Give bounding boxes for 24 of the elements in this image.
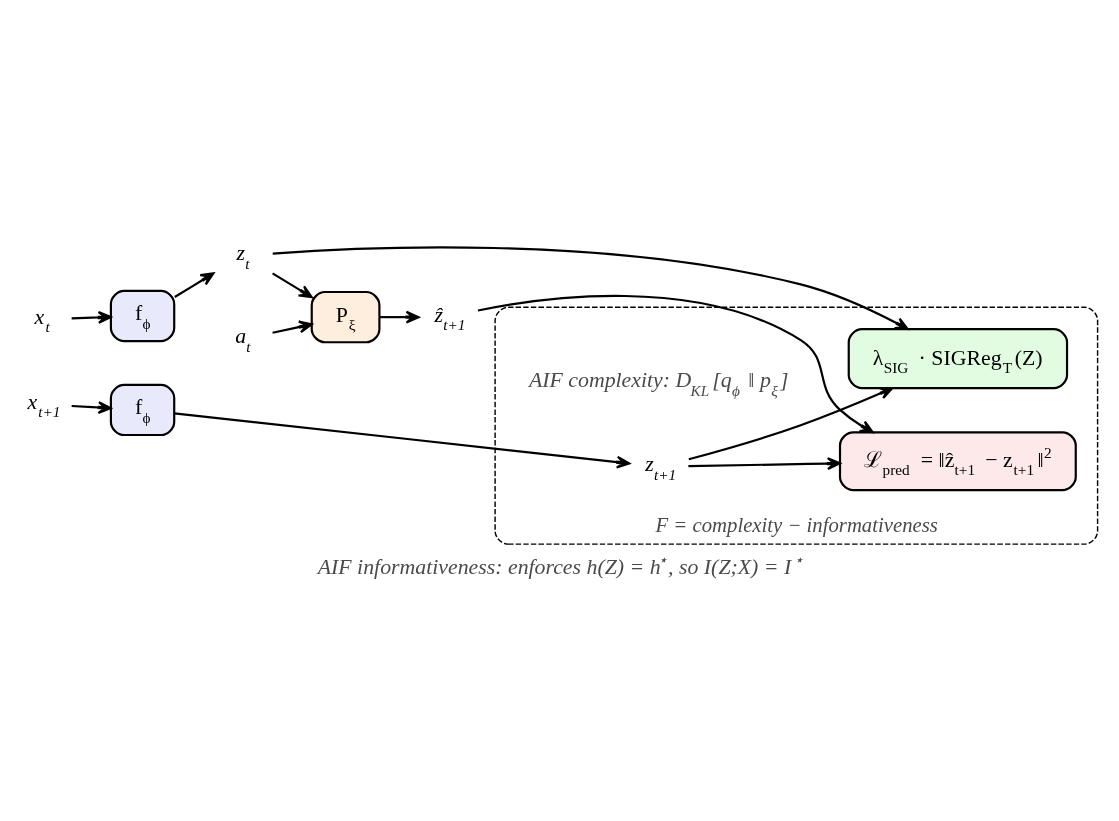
- arrow: [174, 271, 215, 298]
- arrow: [174, 411, 631, 469]
- node-text: z$_{t+1}$: [645, 451, 677, 483]
- arrow: [272, 271, 313, 298]
- arrow: [379, 310, 420, 324]
- arrow: [272, 245, 909, 330]
- label: AIF complexity: D$_{KL}$[q$_{ϕ}$ ‖ p$_{ξ}$]: [528, 367, 789, 399]
- node-box: f$_{ϕ}$: [109, 383, 176, 436]
- node-box: λ$_{SIG}$ · SIGReg$_{T}$(Z): [847, 327, 1069, 389]
- node-box: P$_{ξ}$: [310, 290, 381, 343]
- arrow: [71, 310, 112, 324]
- arrow: [688, 386, 894, 460]
- node-text: ẑ$_{t+1}$: [434, 302, 466, 333]
- arrow: [272, 319, 313, 334]
- node-box: f$_{ϕ}$: [109, 289, 176, 342]
- caption: AIF informativeness: enforces h(Z) = h$^{⋆}$, so I(Z;X) = I$^{⋆}$: [317, 550, 804, 579]
- node-text: a$_{t}$: [235, 323, 251, 355]
- node-text: x$_{t}$: [34, 304, 50, 335]
- node-text: z$_{t}$: [236, 240, 250, 272]
- node-text: x$_{t+1}$: [27, 389, 61, 420]
- node-box: ℒ$_{pred}$ = ‖ẑ$_{t+1}$ − z$_{t+1}$‖$^{2}$: [838, 430, 1077, 491]
- arrow: [688, 456, 841, 470]
- arrow: [71, 400, 112, 414]
- arrow: [477, 294, 874, 433]
